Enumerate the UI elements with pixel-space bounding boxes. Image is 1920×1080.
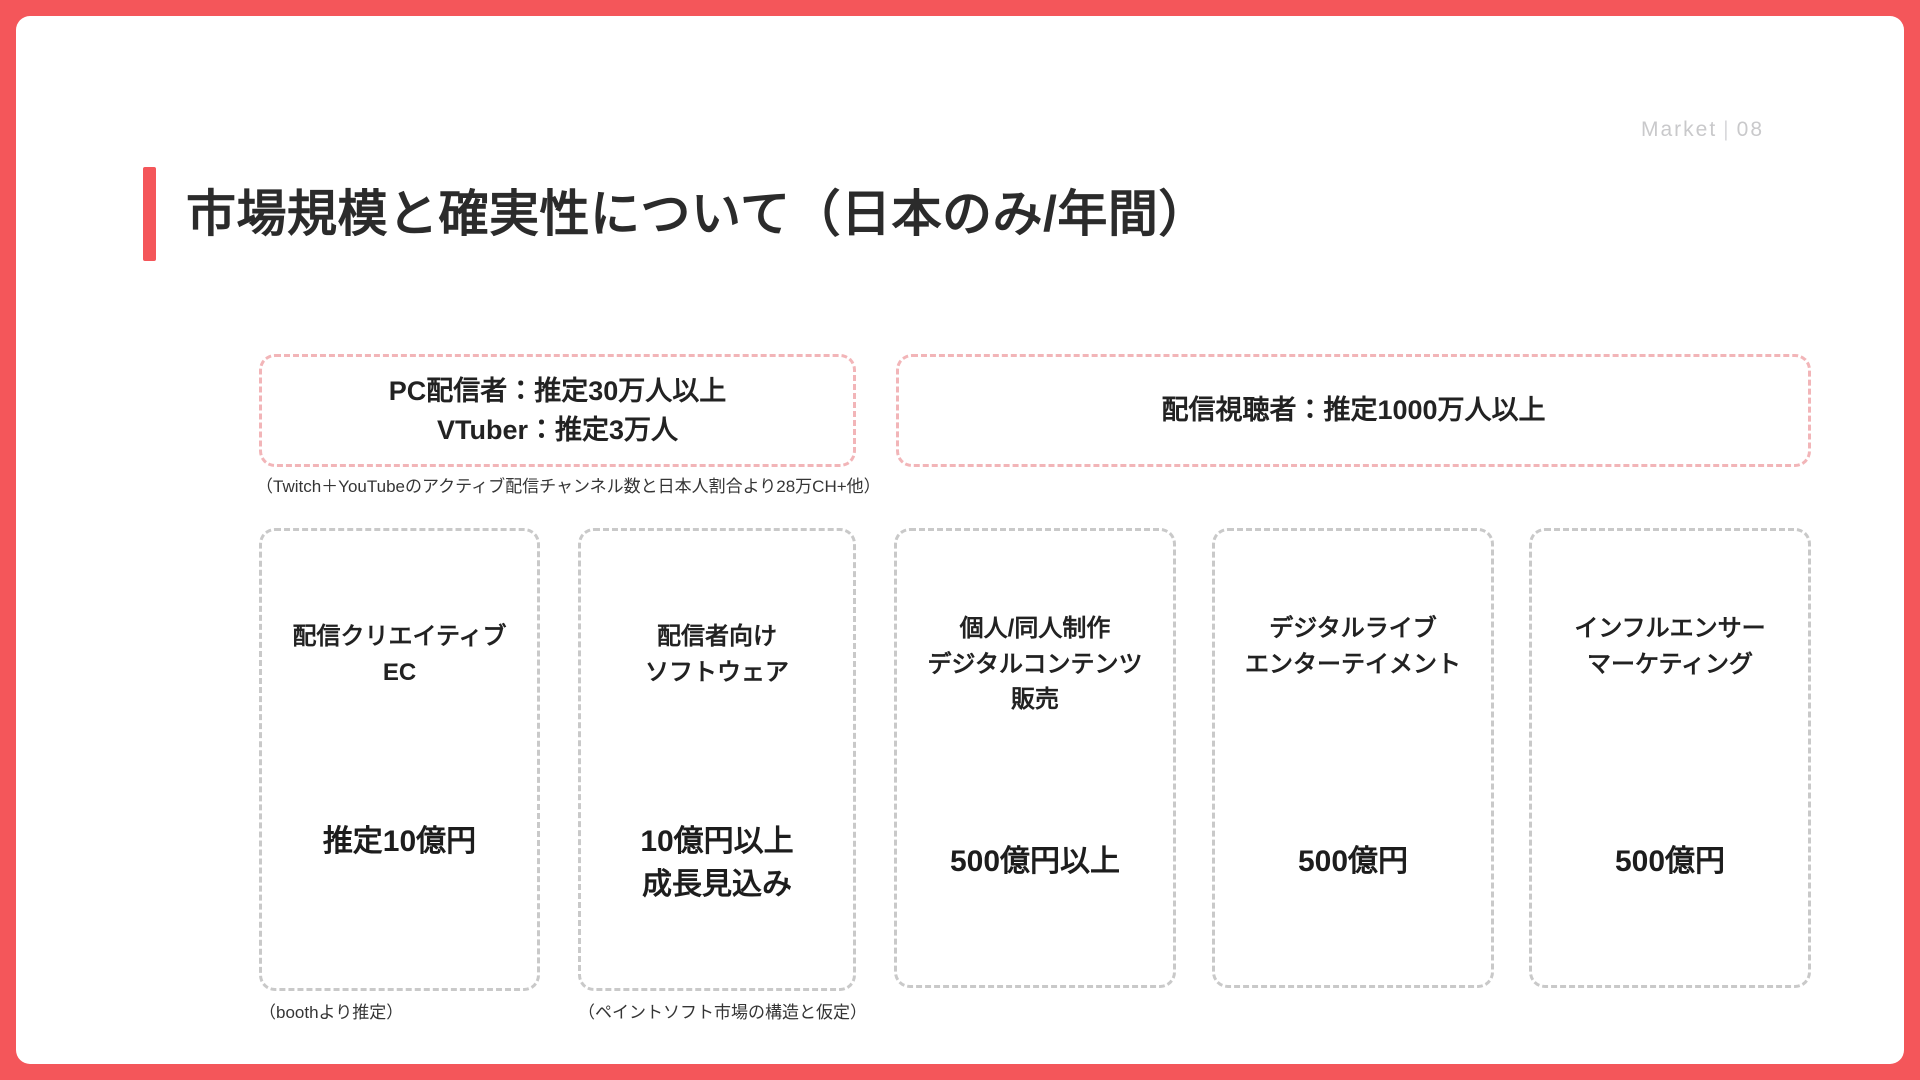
market-card-broadcaster-software: 配信者向け ソフトウェア 10億円以上 成長見込み	[578, 528, 856, 991]
market-card-title: デジタルライブ エンターテイメント	[1245, 615, 1461, 678]
slide-canvas: Market|08 市場規模と確実性について（日本のみ/年間） PC配信者：推定…	[16, 16, 1904, 1064]
market-card-creative-ec: 配信クリエイティブ EC 推定10億円	[259, 528, 540, 991]
audience-box-pc-broadcasters: PC配信者：推定30万人以上 VTuber：推定3万人	[259, 354, 856, 467]
audience-box-label: PC配信者：推定30万人以上 VTuber：推定3万人	[388, 376, 727, 445]
audience-box-stream-viewers: 配信視聴者：推定1000万人以上	[896, 354, 1811, 467]
page-indicator-separator: |	[1723, 118, 1731, 141]
market-card-title: 個人/同人制作 デジタルコンテンツ 販売	[927, 615, 1143, 714]
page-title: 市場規模と確実性について（日本のみ/年間）	[143, 166, 1209, 262]
audience-box-caption-pc-broadcasters: （Twitch＋YouTubeのアクティブ配信チャンネル数と日本人割合より28万…	[256, 477, 881, 496]
market-card-title: 配信者向け ソフトウェア	[645, 623, 789, 686]
market-card-doujin-digital-content: 個人/同人制作 デジタルコンテンツ 販売 500億円以上	[894, 528, 1176, 988]
market-card-value: 10億円以上 成長見込み	[640, 825, 794, 901]
market-card-title: インフルエンサー マーケティング	[1574, 615, 1766, 678]
page-number: 08	[1736, 118, 1764, 141]
market-card-digital-live-entertainment: デジタルライブ エンターテイメント 500億円	[1212, 528, 1494, 988]
market-card-value: 500億円以上	[949, 845, 1121, 878]
market-card-value: 500億円	[1614, 845, 1726, 878]
market-card-value: 500億円	[1297, 845, 1409, 878]
page-indicator: Market|08	[1641, 118, 1764, 142]
page-title-text: 市場規模と確実性について（日本のみ/年間）	[186, 186, 1209, 242]
market-card-caption-creative-ec: （boothより推定）	[259, 1003, 404, 1022]
title-accent-bar	[143, 167, 156, 261]
audience-box-label: 配信視聴者：推定1000万人以上	[1161, 395, 1546, 426]
market-card-influencer-marketing: インフルエンサー マーケティング 500億円	[1529, 528, 1811, 988]
market-card-value: 推定10億円	[322, 825, 477, 858]
market-card-caption-broadcaster-software: （ペイントソフト市場の構造と仮定）	[578, 1003, 867, 1022]
market-card-title: 配信クリエイティブ EC	[292, 623, 507, 686]
section-label: Market	[1640, 118, 1718, 141]
